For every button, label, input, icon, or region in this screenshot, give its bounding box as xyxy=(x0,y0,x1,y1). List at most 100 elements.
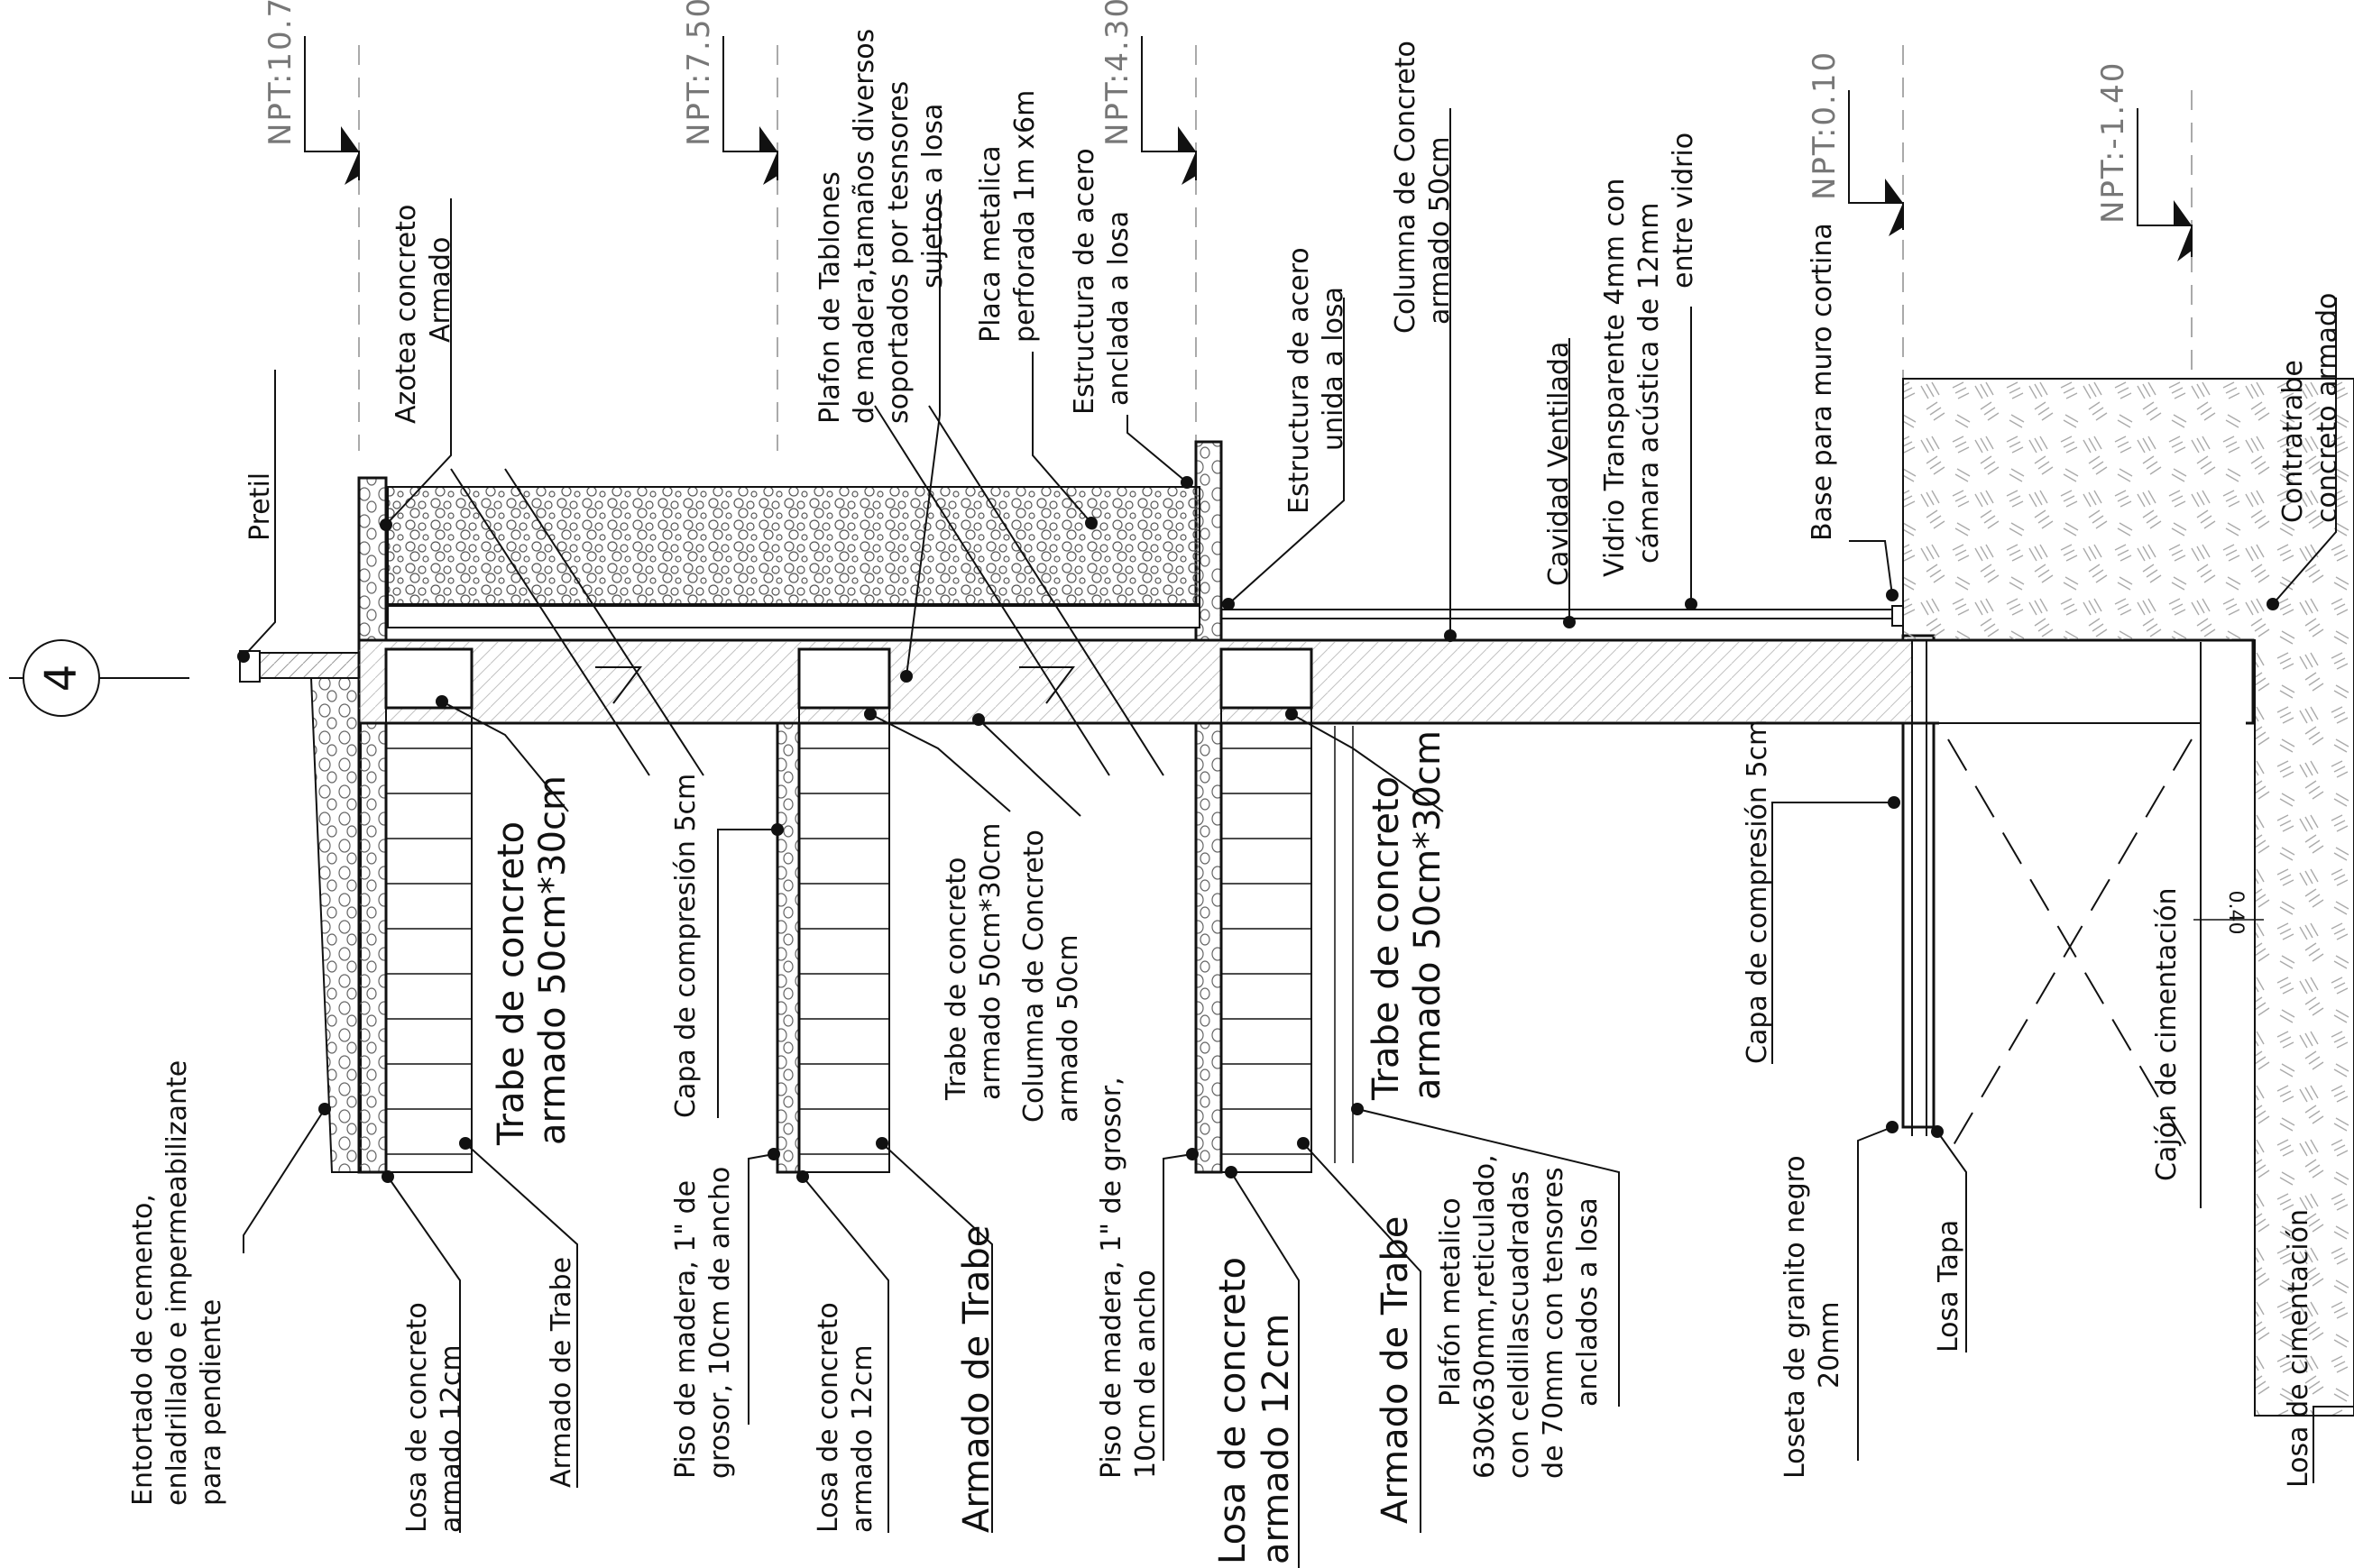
leaders xyxy=(237,108,2354,1568)
svg-text:anclados a losa: anclados a losa xyxy=(1572,1197,1604,1407)
axis-id: 4 xyxy=(36,665,87,692)
label-losa-cimentacion: Losa de cimentación xyxy=(2283,1209,2314,1488)
column-band-hatch xyxy=(359,642,1912,721)
label-loseta: Loseta de granito negro 20mm xyxy=(1779,1155,1845,1479)
svg-text:armado 50cm: armado 50cm xyxy=(1053,934,1084,1123)
break-line-2 xyxy=(874,405,1164,776)
foundation-box xyxy=(1939,721,2246,1172)
svg-text:de madera,tamaños diversos: de madera,tamaños diversos xyxy=(849,29,880,424)
svg-text:grosor, 10cm de ancho: grosor, 10cm de ancho xyxy=(704,1167,736,1479)
entortado-fill xyxy=(309,677,362,1173)
svg-text:para pendiente: para pendiente xyxy=(196,1299,227,1506)
label-placa-metalica: Placa metalica perforada 1m x6m xyxy=(975,90,1041,343)
ceiling-board xyxy=(387,605,1200,628)
svg-text:Plafon de Tablones: Plafon de Tablones xyxy=(814,171,846,424)
label-piso-2: Piso de madera, 1" de grosor, 10cm de an… xyxy=(1096,1077,1162,1479)
svg-text:Piso de madera, 1" de grosor,: Piso de madera, 1" de grosor, xyxy=(1096,1077,1127,1479)
svg-text:armado 50cm*30cm: armado 50cm*30cm xyxy=(1407,730,1448,1100)
label-losa-3: Losa de concreto armado 12cm xyxy=(1212,1257,1297,1564)
roof-slab xyxy=(357,476,388,1174)
label-armado-3: Armado de Trabe xyxy=(1375,1216,1416,1524)
svg-text:Losa de concreto: Losa de concreto xyxy=(813,1302,844,1533)
void-cross xyxy=(1947,738,2193,1155)
beam-3 xyxy=(1219,647,1313,1173)
svg-text:unida a losa: unida a losa xyxy=(1318,287,1349,451)
svg-text:20mm: 20mm xyxy=(1814,1301,1845,1389)
level-marker-1070: NPT:10.70 xyxy=(262,0,360,185)
level-text-010: NPT:0.10 xyxy=(1807,50,1843,200)
level-marker-750: NPT:7.50 xyxy=(681,0,778,185)
level-text-750: NPT:7.50 xyxy=(681,0,717,146)
svg-text:de 70mm con tensores: de 70mm con tensores xyxy=(1538,1167,1569,1479)
floor-slab-750 xyxy=(776,638,801,1174)
label-estructura-anclada: Estructura de acero anclada a losa xyxy=(1069,148,1135,415)
svg-text:Columna de Concreto: Columna de Concreto xyxy=(1018,830,1050,1123)
label-vidrio: Vidrio Transparente 4mm con cámara acúst… xyxy=(1599,133,1699,577)
svg-text:armado 12cm: armado 12cm xyxy=(436,1344,467,1533)
svg-text:con celdillascuadradas: con celdillascuadradas xyxy=(1503,1171,1535,1479)
label-plafon-metalico: Plafón metalico 630x630mm,reticulado, co… xyxy=(1435,1154,1604,1479)
svg-text:armado 12cm: armado 12cm xyxy=(847,1344,878,1533)
label-azotea: Azotea concreto Armado xyxy=(391,205,456,424)
label-columna-top: Columna de Concreto armado 50cm xyxy=(1390,41,1456,334)
dim-040: 0.40 xyxy=(2224,891,2247,935)
label-armado-2: Armado de Trabe xyxy=(956,1225,998,1533)
label-trabe-2: Trabe de concreto armado 50cm*30cm xyxy=(941,822,1007,1101)
label-losa-tapa: Losa Tapa xyxy=(1933,1220,1964,1353)
svg-text:enladrillado e impermeabilizan: enladrillado e impermeabilizante xyxy=(161,1060,193,1506)
ceiling-gravel xyxy=(387,486,1200,605)
label-armado-1: Armado de Trabe xyxy=(546,1257,577,1488)
svg-text:Estructura de acero: Estructura de acero xyxy=(1283,247,1315,514)
svg-text:Placa metalica: Placa metalica xyxy=(975,145,1007,343)
svg-text:entre vidrio: entre vidrio xyxy=(1668,133,1699,289)
svg-text:armado 50cm*30cm: armado 50cm*30cm xyxy=(532,775,574,1145)
label-base-muro: Base para muro cortina xyxy=(1807,223,1838,541)
svg-text:concreto armado: concreto armado xyxy=(2312,293,2343,523)
svg-text:Loseta de granito negro: Loseta de granito negro xyxy=(1779,1155,1811,1479)
svg-text:Contratrabe: Contratrabe xyxy=(2277,360,2309,523)
label-estructura-unida: Estructura de acero unida a losa xyxy=(1283,247,1349,514)
level-text-1070: NPT:10.70 xyxy=(262,0,299,146)
label-losa-1: Losa de concreto armado 12cm xyxy=(401,1302,467,1533)
beam-1 xyxy=(384,647,474,1173)
label-capa-2: Capa de compresión 5cm xyxy=(1742,720,1773,1064)
svg-text:Trabe de concreto: Trabe de concreto xyxy=(941,857,972,1101)
label-trabe-3: Trabe de concreto armado 50cm*30cm xyxy=(1366,730,1448,1101)
svg-text:Estructura de acero: Estructura de acero xyxy=(1069,148,1100,415)
beam-2-stirrups xyxy=(799,747,889,1155)
svg-text:cámara acústica de 12mm: cámara acústica de 12mm xyxy=(1633,203,1665,564)
svg-text:Trabe de concreto: Trabe de concreto xyxy=(491,821,532,1146)
beam-1-stirrups xyxy=(386,747,472,1155)
level-text-430: NPT:4.30 xyxy=(1099,0,1136,146)
svg-text:Vidrio Transparente 4mm con: Vidrio Transparente 4mm con xyxy=(1599,179,1631,577)
level-marker-010: NPT:0.10 xyxy=(1807,50,1904,236)
svg-text:soportados por tesnsores: soportados por tesnsores xyxy=(883,81,915,424)
svg-text:perforada 1m x6m: perforada 1m x6m xyxy=(1009,90,1041,343)
label-entortado: Entortado de cemento, enladrillado e imp… xyxy=(127,1060,227,1506)
label-trabe-1: Trabe de concreto armado 50cm*30cm xyxy=(491,775,574,1146)
svg-text:630x630mm,reticulado,: 630x630mm,reticulado, xyxy=(1469,1154,1501,1479)
parapet xyxy=(239,650,364,683)
svg-text:Columna de Concreto: Columna de Concreto xyxy=(1390,41,1421,334)
svg-text:armado 50cm*30cm: armado 50cm*30cm xyxy=(975,822,1007,1100)
curtain-wall-base xyxy=(1891,605,1904,627)
label-columna-2: Columna de Concreto armado 50cm xyxy=(1018,830,1084,1123)
svg-text:Entortado de cemento,: Entortado de cemento, xyxy=(127,1194,159,1506)
label-contratrabe: Contratrabe concreto armado xyxy=(2277,293,2343,523)
soil-fill xyxy=(1902,378,2354,1417)
label-capa-1: Capa de compresión 5cm xyxy=(670,774,702,1118)
beam-3-stirrups xyxy=(1221,747,1311,1155)
svg-text:Losa de concreto: Losa de concreto xyxy=(1212,1257,1254,1564)
label-pretil: Pretil xyxy=(244,472,276,541)
label-cajon: Cajón de cimentación xyxy=(2151,888,2183,1181)
svg-text:10cm de ancho: 10cm de ancho xyxy=(1130,1270,1162,1479)
level-marker-430: NPT:4.30 xyxy=(1099,0,1197,185)
svg-text:Azotea concreto: Azotea concreto xyxy=(391,205,422,424)
svg-text:Armado: Armado xyxy=(425,237,456,343)
svg-text:anclada a losa: anclada a losa xyxy=(1103,211,1135,406)
svg-text:sujetos a losa: sujetos a losa xyxy=(917,104,949,289)
axis-bubble: 4 xyxy=(9,639,189,717)
svg-text:armado 12cm: armado 12cm xyxy=(1255,1314,1297,1564)
label-plafon-tablones: Plafon de Tablones de madera,tamaños div… xyxy=(814,29,949,424)
